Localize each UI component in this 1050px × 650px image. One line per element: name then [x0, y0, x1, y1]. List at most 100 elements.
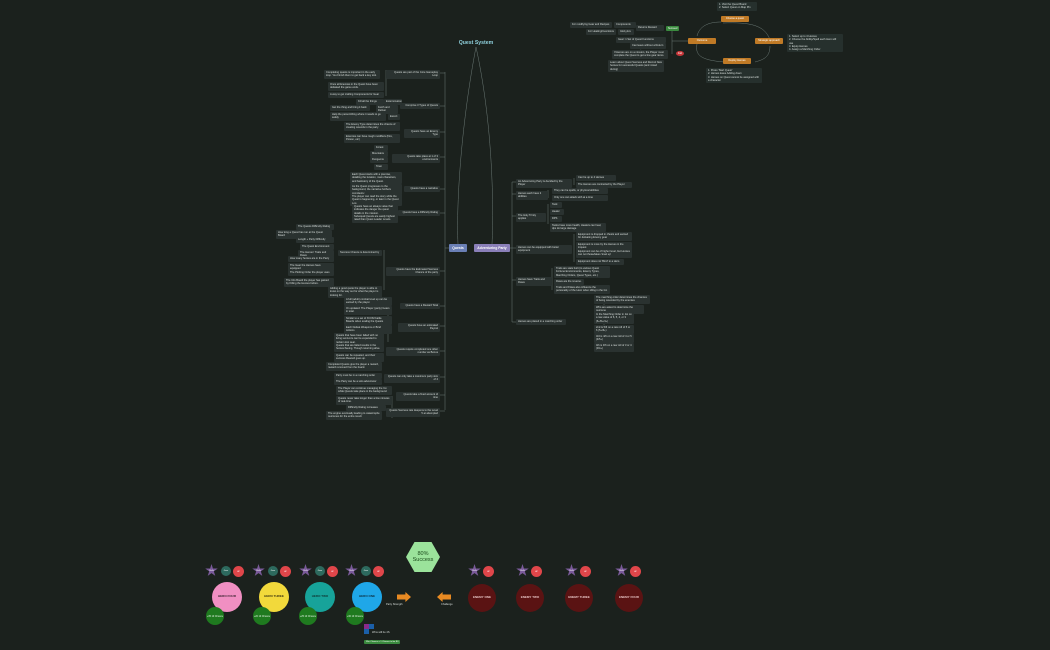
success-percent: 80% — [417, 551, 429, 557]
party-leaf: Who are asked to determine the outcome — [594, 305, 644, 314]
quest-leaf: Party must be in a marching order — [334, 373, 382, 379]
party-branch[interactable]: An Adventuring Party is decided by the P… — [516, 179, 572, 188]
heart-icon: HP — [483, 566, 494, 577]
quest-leaf: Escort — [388, 114, 400, 120]
party-leaf: In the Marching Order in 1st on a raw va… — [594, 312, 634, 324]
skill-star-icon: Skills — [615, 564, 628, 576]
quest-leaf: A full (adult) combat level up can be ea… — [344, 297, 392, 306]
hero-four-chance: +35 10 Chance — [206, 607, 224, 625]
quest-branch[interactable]: Quests take place at 1 of 3 environments — [392, 154, 440, 163]
quest-leaf: Length + Party Difficulty — [296, 237, 334, 243]
quest-leaf: Similar to a set of XCOM battle Boards w… — [344, 316, 392, 325]
quest-leaf: Quests that have been failed with no liv… — [334, 333, 384, 345]
quest-leaf: Each Defeat Weapons or Brief Actions — [344, 325, 392, 334]
quest-leaf: The Plotting Order the player uses — [288, 270, 334, 276]
quest-branch[interactable]: Quests require completed one other numbe… — [386, 347, 440, 356]
enemy-three-circle[interactable]: ENEMY THREE — [565, 584, 593, 612]
party-leaf: Equipment does not 'Bind' to a Hero — [576, 259, 624, 265]
success-label: Success — [412, 557, 434, 563]
cycle-note: 1. Visit the Quest Board 2. Select Quest… — [717, 2, 757, 11]
quest-branch[interactable]: Quests have a Difficulty Rating — [398, 210, 440, 216]
quest-leaf: The Enemy Type determines the chance of … — [344, 122, 400, 131]
party-branch[interactable]: Heroes can be equipped with better equip… — [516, 245, 572, 254]
quest-branch[interactable]: Quests are part of the Core Gameplay Loo… — [386, 70, 440, 79]
win-chance-badge: Win Chance = 1 Chance to be 80 — [364, 640, 401, 644]
party-leaf: Can be up to 4 Heroes — [576, 175, 616, 181]
quest-leaf: Completing quests is important in the ea… — [324, 70, 380, 79]
quest-leaf: The engine eventually leading to catastr… — [326, 411, 382, 420]
party-leaf: Equipment is dropped in chests and earne… — [576, 232, 632, 241]
cycle-outcome[interactable]: Outcome — [688, 38, 716, 44]
hero-three-chance: +20 10 Chance — [253, 607, 271, 625]
party-strength-label: Party Strength — [386, 603, 403, 606]
legend-swatch — [364, 624, 369, 629]
quest-leaf: The Player can continue managing the Inn… — [336, 386, 392, 395]
cycle-strategic-approach[interactable]: Strategic approach — [755, 38, 783, 44]
quest-leaf: How many heroes are in the Party — [288, 256, 334, 262]
outcome-leaf: If Heroes are on a mission, the Player m… — [612, 50, 668, 59]
quest-branch[interactable]: Comprise 3 Types of Quests — [400, 103, 440, 109]
challenge-arrow-icon — [437, 592, 451, 602]
legend-text: Wins will be 4S — [372, 631, 390, 634]
party-branch[interactable]: The Holy Trinity applies — [516, 213, 546, 222]
party-leaf: Tanks have more health, Healers can heal… — [550, 223, 606, 232]
quest-branch[interactable]: Quests have an Enemy Type — [404, 129, 440, 138]
quest-leaf: Help the person/thing where it needs to … — [330, 112, 386, 121]
outcome-leaf: Ink/Lyrics — [618, 29, 634, 35]
hub-quests[interactable]: Quests — [449, 244, 467, 252]
quest-leaf: Completed Quests give the player a rewar… — [326, 362, 382, 371]
party-leaf: Flaws are the reverse. — [554, 279, 584, 285]
party-leaf: They can be spells, or physical abilitie… — [552, 188, 608, 194]
party-branch[interactable]: Heroes each have 2 abilities — [516, 191, 548, 200]
outcome-leaf: Returns Reward — [636, 25, 664, 31]
party-leaf: The marching order determines the chance… — [594, 295, 650, 304]
skill-star-icon: Skills — [252, 564, 265, 576]
quest-branch[interactable]: Quests have the Estimated Success Chance… — [386, 267, 440, 276]
quest-branch[interactable]: Quests have an estimated Payout — [398, 323, 440, 332]
hero-one-chance: +30 10 Chance — [346, 607, 364, 625]
party-leaf: Equipment is more by the Heroes in the i… — [576, 242, 632, 251]
quest-leaf: Quests never take longer than a few minu… — [336, 396, 392, 405]
quest-leaf: Fetch and Deliver — [376, 105, 398, 114]
quest-branch[interactable]: Quests have a narrative — [404, 186, 440, 192]
quest-leaf: The Quest Environment — [300, 244, 334, 250]
gear-circle-icon: Gear — [221, 566, 231, 576]
quest-leaf: Each Quest starts with a premise, detail… — [350, 172, 402, 184]
succeed-badge: Succeed — [666, 26, 680, 31]
quest-branch[interactable]: Quests can only take a maximum party siz… — [384, 374, 440, 383]
quest-leaf: Once all Enemies in the Quest have been … — [328, 82, 384, 91]
quest-branch[interactable]: Quests have a Reward Total — [400, 303, 440, 309]
skill-star-icon: Skills — [345, 564, 358, 576]
quest-leaf: Quests have an always value that indicat… — [352, 204, 398, 216]
party-branch[interactable]: Heroes have Traits and Flaws — [516, 277, 552, 286]
quest-leaf: How long a Quest has run at the Quest Bo… — [276, 230, 332, 239]
quest-leaf: The player can read the story while the … — [350, 194, 402, 206]
quest-leaf: Forest — [374, 145, 388, 151]
enemy-one-circle[interactable]: ENEMY ONE — [468, 584, 496, 612]
quest-leaf: Kill all the things — [356, 99, 384, 105]
party-branch[interactable]: Heroes are placed in a marching order — [516, 319, 566, 325]
party-leaf: The Heroes are contracted by the Player — [576, 182, 632, 188]
cycle-deploy-heroes[interactable]: Deploy Heroes — [723, 58, 751, 64]
enemy-four-circle[interactable]: ENEMY FOUR — [615, 584, 643, 612]
quest-leaf: Success Chance is determined by — [338, 250, 382, 256]
hub-adventuring-party[interactable]: Adventuring Party — [474, 244, 510, 252]
quest-branch[interactable]: Quests take a fixed amount of time — [396, 392, 440, 401]
outcome-leaf: Can leave without a Return — [630, 43, 666, 49]
party-leaf: DPS — [550, 216, 562, 222]
party-leaf: 4th is 3/6 on a raw roll of 3 or 4 (3/4+… — [594, 343, 634, 352]
party-leaf: 3rd is 4/6 on a raw roll of 4 or 5 (4/5+… — [594, 334, 634, 343]
quest-leaf: Adding a good quote the player is able t… — [328, 286, 382, 298]
cycle-choose-quest[interactable]: Choose a quest — [721, 16, 749, 22]
quest-leaf: The Gear the Heroes have equipped — [288, 263, 334, 272]
quest-leaf: Quests that are failed results in the he… — [334, 343, 384, 352]
quest-branch[interactable]: Quests Success rate deepens to the Level… — [386, 408, 440, 417]
party-strength-arrow-icon — [397, 592, 411, 602]
quest-leaf: On updated: The Player (party) Gears in … — [344, 306, 392, 315]
outcome-leaf: For modifying Gear and Recipes — [570, 22, 612, 28]
quest-leaf: The Heroes' Traits and Flaws — [298, 250, 334, 259]
party-leaf: Equipment can be of higher level, but He… — [576, 249, 632, 258]
heart-icon: HP — [280, 566, 291, 577]
enemy-two-circle[interactable]: ENEMY TWO — [516, 584, 544, 612]
